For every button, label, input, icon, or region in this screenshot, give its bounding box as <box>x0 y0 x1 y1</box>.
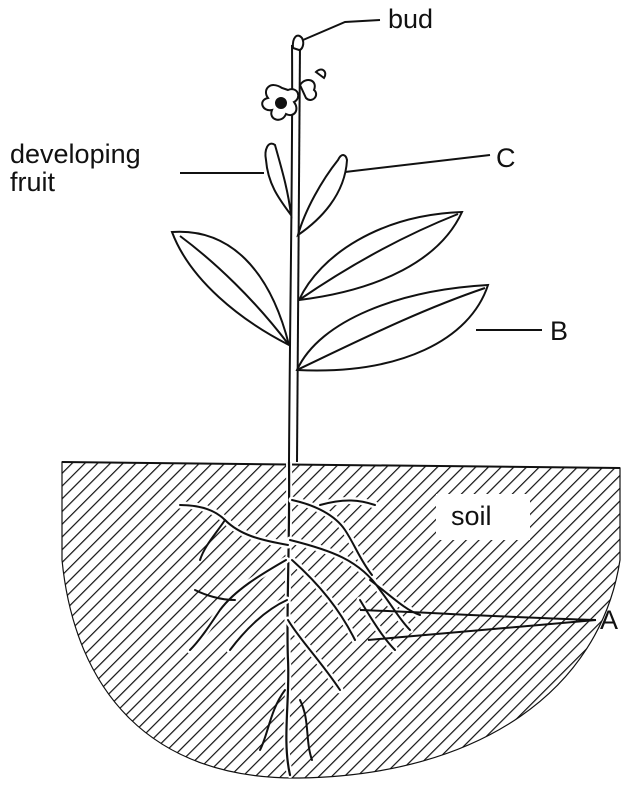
flower <box>262 70 325 120</box>
label-b: B <box>550 318 568 345</box>
label-developing-fruit-line2: fruit <box>10 168 141 196</box>
fruit-c <box>298 155 347 235</box>
label-developing-fruit-line1: developing <box>10 140 141 168</box>
label-soil: soil <box>451 503 492 530</box>
label-c: C <box>496 145 516 172</box>
bud-leader-line <box>303 20 380 40</box>
bud <box>293 36 303 50</box>
developing-fruit <box>265 144 291 215</box>
label-bud: bud <box>388 6 433 33</box>
c-leader-line <box>345 155 490 172</box>
label-developing-fruit: developing fruit <box>10 140 141 196</box>
label-a: A <box>600 607 618 634</box>
leaves <box>172 212 488 370</box>
